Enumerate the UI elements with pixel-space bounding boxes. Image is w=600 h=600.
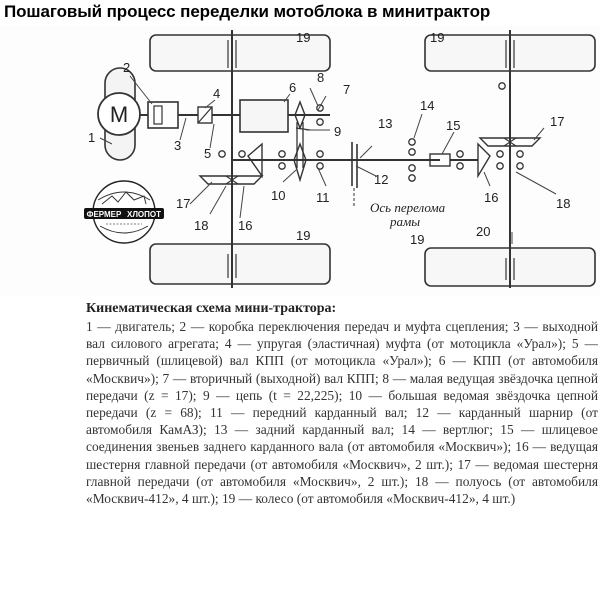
label-7: 7 [343, 82, 350, 97]
wheel-label-rear-left: 19 [296, 228, 310, 243]
label-18-right: 18 [556, 196, 570, 211]
label-2: 2 [123, 60, 130, 75]
label-15: 15 [446, 118, 460, 133]
wheel-label-rear-right: 19 [410, 232, 424, 247]
label-18-left: 18 [194, 218, 208, 233]
caption-title: Кинематическая схема мини-трактора: [86, 301, 337, 316]
label-3: 3 [174, 138, 181, 153]
wheel-label-front-right: 19 [430, 30, 444, 45]
label-17-right: 17 [550, 114, 564, 129]
label-16-right: 16 [484, 190, 498, 205]
logo-right-word: ХЛОПОТ [127, 210, 161, 219]
caption-body: 1 — двигатель; 2 — коробка переключения … [86, 319, 598, 507]
label-1: 1 [88, 130, 95, 145]
farmer-logo: ФЕРМЕР ХЛОПОТ [84, 180, 164, 244]
motor: M [97, 67, 141, 161]
label-4: 4 [213, 86, 220, 101]
label-20: 20 [476, 224, 490, 239]
wheel-front-left [149, 34, 331, 72]
label-12: 12 [374, 172, 388, 187]
axis-label-line1: Ось перелома [370, 200, 446, 215]
label-10: 10 [271, 188, 285, 203]
wheel-label-front-left: 19 [296, 30, 310, 45]
label-11: 11 [316, 190, 330, 205]
label-5: 5 [204, 146, 211, 161]
label-9: 9 [334, 124, 341, 139]
label-16-left: 16 [238, 218, 252, 233]
kinematic-diagram: M Ось перелома рамы [0, 26, 600, 296]
label-6: 6 [289, 80, 296, 95]
axis-label-line2: рамы [389, 214, 420, 229]
label-17-left: 17 [176, 196, 190, 211]
logo-left-word: ФЕРМЕР [87, 210, 122, 219]
wheel-rear-left [149, 243, 331, 285]
motor-letter: M [110, 102, 128, 127]
label-13: 13 [378, 116, 392, 131]
page-title: Пошаговый процесс переделки мотоблока в … [4, 2, 491, 21]
label-14: 14 [420, 98, 434, 113]
label-8: 8 [317, 70, 324, 85]
